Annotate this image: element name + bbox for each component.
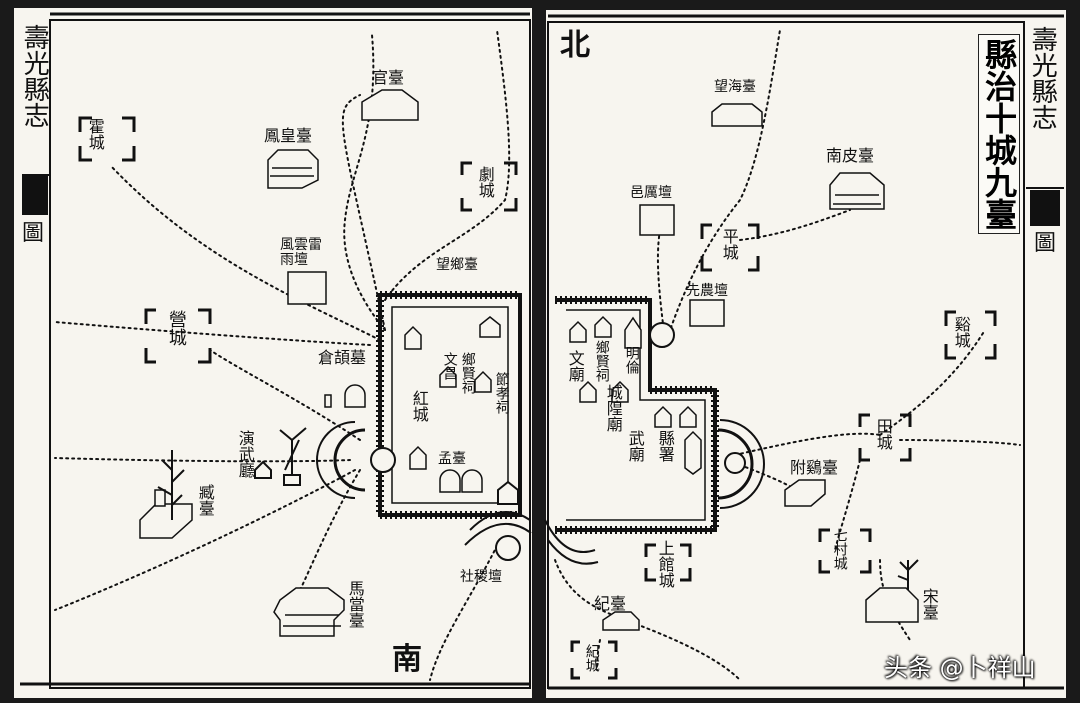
label-wenmiao: 文廟 [565, 350, 585, 382]
left-city-wall [316, 291, 522, 519]
left-platforms [139, 89, 419, 637]
north-marker: 北 [560, 28, 590, 63]
label-lili-tan: 邑厲壇 [630, 185, 672, 201]
label-qi-city: 紀城 [583, 644, 600, 672]
label-ji-city: 劇城 [475, 166, 495, 198]
label-left-xiang-ci: 鄉賢祠 [459, 352, 476, 394]
label-wenchang: 文昌 [441, 352, 458, 380]
right-city-brackets [570, 223, 997, 680]
left-south-gate [464, 480, 532, 561]
label-shangci-city: 上館城 [655, 540, 675, 588]
label-ming-lun: 明倫 [623, 346, 640, 374]
label-shanzi-city: 谿城 [951, 316, 971, 348]
label-county: 縣署 [655, 430, 675, 462]
label-xiannong-tan: 先農壇 [686, 283, 728, 299]
left-city-buildings [324, 316, 501, 493]
label-wu-miao: 武廟 [625, 430, 645, 462]
left-altars [287, 271, 327, 305]
left-city-brackets [78, 116, 518, 364]
label-meng-tai: 孟臺 [438, 451, 466, 467]
left-trees [157, 427, 307, 520]
label-zang-tai: 臧臺 [195, 484, 215, 516]
label-ben-city: 平城 [719, 228, 739, 260]
label-li-city: 營城 [165, 310, 187, 346]
south-marker: 南 [392, 642, 422, 677]
left-side-tab: 圖 [22, 221, 45, 246]
label-tian-city: 田城 [873, 418, 893, 450]
label-fenghuang-tai: 鳳皇臺 [264, 126, 313, 145]
label-cangjie-mu: 倉頡墓 [318, 348, 367, 367]
right-trees [897, 559, 919, 590]
label-fuji-tai: 附鷄臺 [790, 458, 839, 477]
right-altars [639, 204, 725, 327]
left-frame [49, 19, 531, 689]
label-fengyun-tan: 風雲雷雨壇 [280, 237, 322, 268]
label-right-xiang-ci: 鄉賢祠 [593, 340, 610, 382]
right-margin-title: 壽光縣志 [1027, 26, 1058, 130]
left-page [14, 8, 532, 698]
label-mahou-tai: 馬當臺 [345, 580, 365, 628]
label-huo-city: 霍城 [85, 118, 105, 150]
right-southwest-gate [544, 519, 599, 565]
label-sheji-tan: 社稷壇 [460, 569, 502, 585]
label-wanghai-tai: 望海臺 [714, 79, 756, 95]
right-city-buildings [569, 315, 702, 475]
label-qizhou-city: 七村城 [831, 528, 848, 570]
label-songniu-tai: 宋臺 [919, 588, 939, 620]
label-lixiang-tai: 望鄉臺 [436, 257, 478, 273]
label-jiexiao: 節孝祠 [493, 372, 510, 414]
label-qi-tai: 紀臺 [594, 594, 627, 613]
right-city-wall [555, 296, 765, 534]
label-hong-city: 紅城 [409, 390, 429, 422]
right-side-tab: 圖 [1034, 231, 1057, 256]
label-guan-tai: 官臺 [372, 68, 405, 87]
label-yanwu: 演武廳 [235, 430, 255, 478]
watermark-text: 头条 @卜祥山 [884, 654, 1036, 682]
map-title: 縣治十城九臺 [978, 34, 1020, 234]
label-cheng-huang: 城隍廟 [603, 384, 623, 432]
left-margin-title: 壽光縣志 [19, 24, 50, 128]
right-platforms [602, 103, 919, 631]
label-nanpi-tai: 南皮臺 [826, 146, 875, 165]
